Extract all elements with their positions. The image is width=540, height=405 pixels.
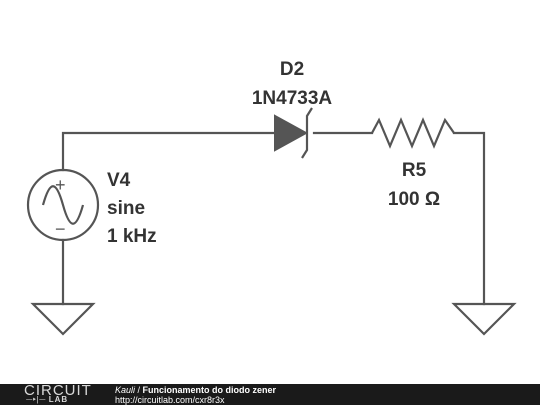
source-minus-sign: −: [55, 219, 66, 239]
source-plus-sign: +: [55, 175, 66, 195]
resistor-value-label: 100 Ω: [388, 189, 440, 210]
source-circle: [26, 168, 100, 242]
wire-resistor-right: [452, 131, 486, 306]
wire-source-top: [61, 131, 277, 172]
logo-wire-icon: ⏤▸|⏤: [26, 395, 46, 404]
diode-ref-label: D2: [280, 59, 304, 80]
voltage-source-v4: + −: [26, 168, 100, 242]
circuitlab-logo-lab: ⏤▸|⏤ LAB: [26, 395, 68, 405]
circuitlab-logo: CIRCUIT: [24, 382, 92, 399]
logo-lab-text: LAB: [48, 395, 69, 404]
author-link[interactable]: Kauli: [115, 385, 136, 395]
footer-bar: CIRCUIT ⏤▸|⏤ LAB Kauli / Funcionamento d…: [0, 382, 540, 405]
footer-meta: Kauli / Funcionamento do diodo zener htt…: [115, 385, 276, 405]
source-type-label: sine: [107, 198, 145, 219]
resistor-r5: [371, 117, 455, 149]
source-ref-label: V4: [107, 170, 131, 191]
ground-left-icon: [30, 302, 96, 336]
schematic: + − V4 sine 1 kHz D2 1N4733A R5 100 Ω: [26, 59, 517, 336]
zener-diode-d2: [274, 107, 313, 159]
circuit-url-link[interactable]: http://circuitlab.com/cxr8r3x: [115, 395, 225, 405]
zener-cathode-bar: [301, 107, 313, 159]
resistor-ref-label: R5: [402, 160, 427, 181]
circuit-title: Funcionamento do diodo zener: [142, 385, 277, 395]
source-freq-label: 1 kHz: [107, 226, 157, 247]
ground-right-icon: [451, 302, 517, 336]
author-title-separator: /: [135, 385, 143, 395]
diode-triangle: [274, 114, 309, 152]
diode-part-label: 1N4733A: [252, 88, 333, 109]
sine-wave-icon: [41, 185, 85, 225]
